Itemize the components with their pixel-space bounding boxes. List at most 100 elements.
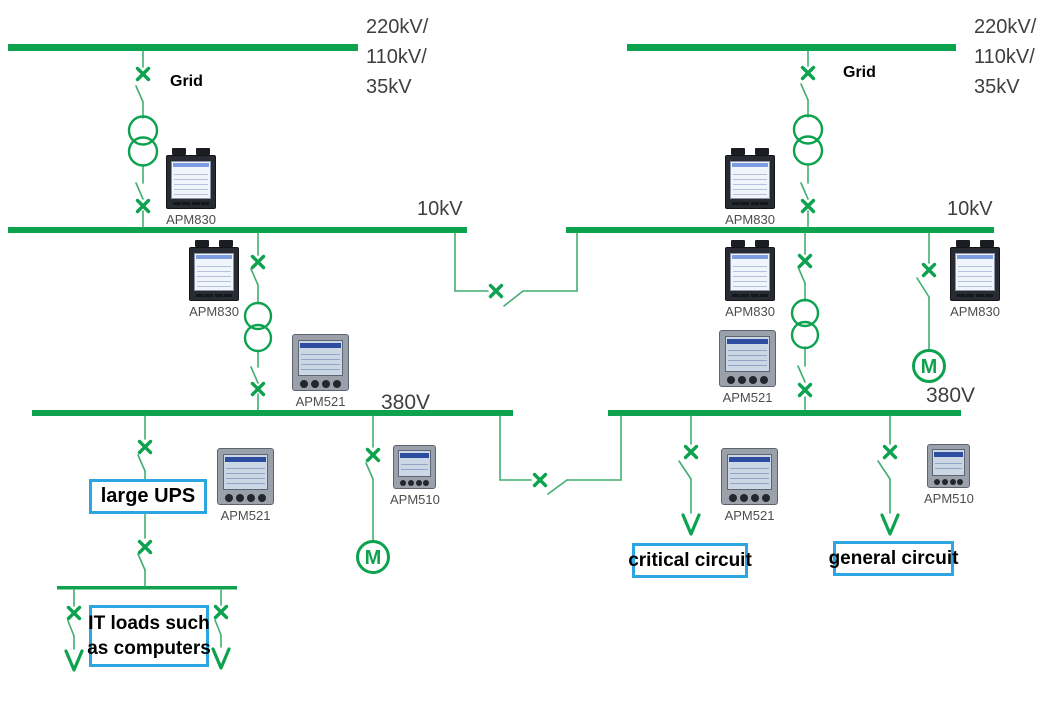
meter-model-label: APM830 [725,304,775,319]
meter-apm830-top-right: APM830 [725,148,775,227]
hv-voltage-label-right: 220kV/ 110kV/ 35kV [974,12,1036,102]
breaker-x-icon [137,439,153,455]
breaker-x-icon [800,65,816,81]
breaker-x-icon [250,254,266,270]
hv-left-line1: 220kV/ [366,16,429,38]
meter-model-label: APM521 [724,508,775,523]
motor-icon [356,540,390,574]
it-loads-line1: IT loads such [88,613,210,634]
breaker-x-icon [882,444,898,460]
transformer-icon [792,114,824,166]
meter-mount-tabs [166,148,216,155]
meter-mount-tabs [189,240,239,247]
meter-screen [171,161,211,199]
bus-bars [8,44,994,590]
meter-mount-tabs [725,240,775,247]
lv-bus-right [608,410,961,416]
meter-screen [727,454,772,490]
transformer-icon [790,298,820,350]
mv-bus-left [8,227,467,233]
meter-mount-tabs [725,148,775,155]
meter-apm830-feeder-right: APM830 [950,240,1000,319]
meter-body [721,448,778,505]
meter-model-label: APM521 [220,508,271,523]
meter-buttons [171,202,211,205]
meter-buttons [932,479,965,485]
meter-apm830-top-left: APM830 [166,148,216,227]
breaker-x-icon [135,66,151,82]
load-arrow-icon [64,649,84,672]
meter-body [927,444,971,488]
meter-screen [298,340,343,376]
meter-buttons [398,480,431,486]
meter-apm521-mid-left: APM521 [292,334,349,409]
transformer-icon [243,301,273,353]
meter-body [725,247,775,301]
meter-apm510-bottom-right: APM510 [924,444,974,506]
breaker-x-icon [921,262,937,278]
breaker-x-icon [797,382,813,398]
lv-voltage-label-right: 380V [926,384,976,407]
general-circuit-box: general circuit [829,541,958,576]
motor-icon [912,349,946,383]
meter-buttons [194,294,234,297]
hv-bus-left [8,44,358,51]
motor-letter: M [365,547,382,569]
hv-right-line3: 35kV [974,76,1020,98]
lv-voltage-label-left: 380V [381,391,431,414]
hv-right-line2: 110kV/ [974,46,1035,68]
meter-apm510-bottom-left: APM510 [390,445,440,507]
meter-apm830-mid-right: APM830 [725,240,775,319]
motor-letter: M [921,356,938,378]
meter-buttons [955,294,995,297]
meter-buttons [298,380,343,388]
hv-voltage-label-left: 220kV/ 110kV/ 35kV [366,12,428,102]
meter-screen [730,161,770,199]
meter-screen [730,253,770,291]
meter-model-label: APM830 [950,304,1000,319]
load-arrow-icon [681,513,701,536]
meter-apm521-bottom-right: APM521 [721,448,778,523]
mv-voltage-label-right: 10kV [947,198,993,220]
load-arrow-icon [880,513,900,536]
meter-model-label: APM510 [924,491,974,506]
meter-body [166,155,216,209]
hv-bus-right [627,44,956,51]
load-arrow-icon [211,647,231,670]
mv-voltage-label-left: 10kV [417,198,463,220]
meter-apm521-bottom-left: APM521 [217,448,274,523]
meter-screen [955,253,995,291]
motors: M M [356,349,946,574]
meter-screen [398,450,432,477]
breaker-x-icon [683,444,699,460]
meter-screen [932,449,966,476]
meter-body [393,445,437,489]
large-ups-box: large UPS [89,479,207,514]
meter-apm521-mid-right: APM521 [719,330,776,405]
meter-buttons [730,294,770,297]
meter-apm830-mid-left: APM830 [189,240,239,319]
breaker-x-icon [365,447,381,463]
lv-bus-left [32,410,513,416]
meter-buttons [727,494,772,502]
breaker-x-icon [135,198,151,214]
critical-circuit-label: critical circuit [628,550,752,571]
meter-body [292,334,349,391]
meter-body [725,155,775,209]
meter-body [217,448,274,505]
meter-screen [725,336,770,372]
general-circuit-label: general circuit [828,548,959,569]
meter-body [719,330,776,387]
breaker-x-icon [800,198,816,214]
transformer-icon [127,115,159,167]
breaker-x-icon [250,381,266,397]
meter-buttons [730,202,770,205]
meter-model-label: APM521 [295,394,346,409]
meter-buttons [725,376,770,384]
meter-body [189,247,239,301]
grid-label-left: Grid [170,73,203,90]
ups-sub-bus [57,586,237,590]
breaker-x-icon [532,472,548,488]
